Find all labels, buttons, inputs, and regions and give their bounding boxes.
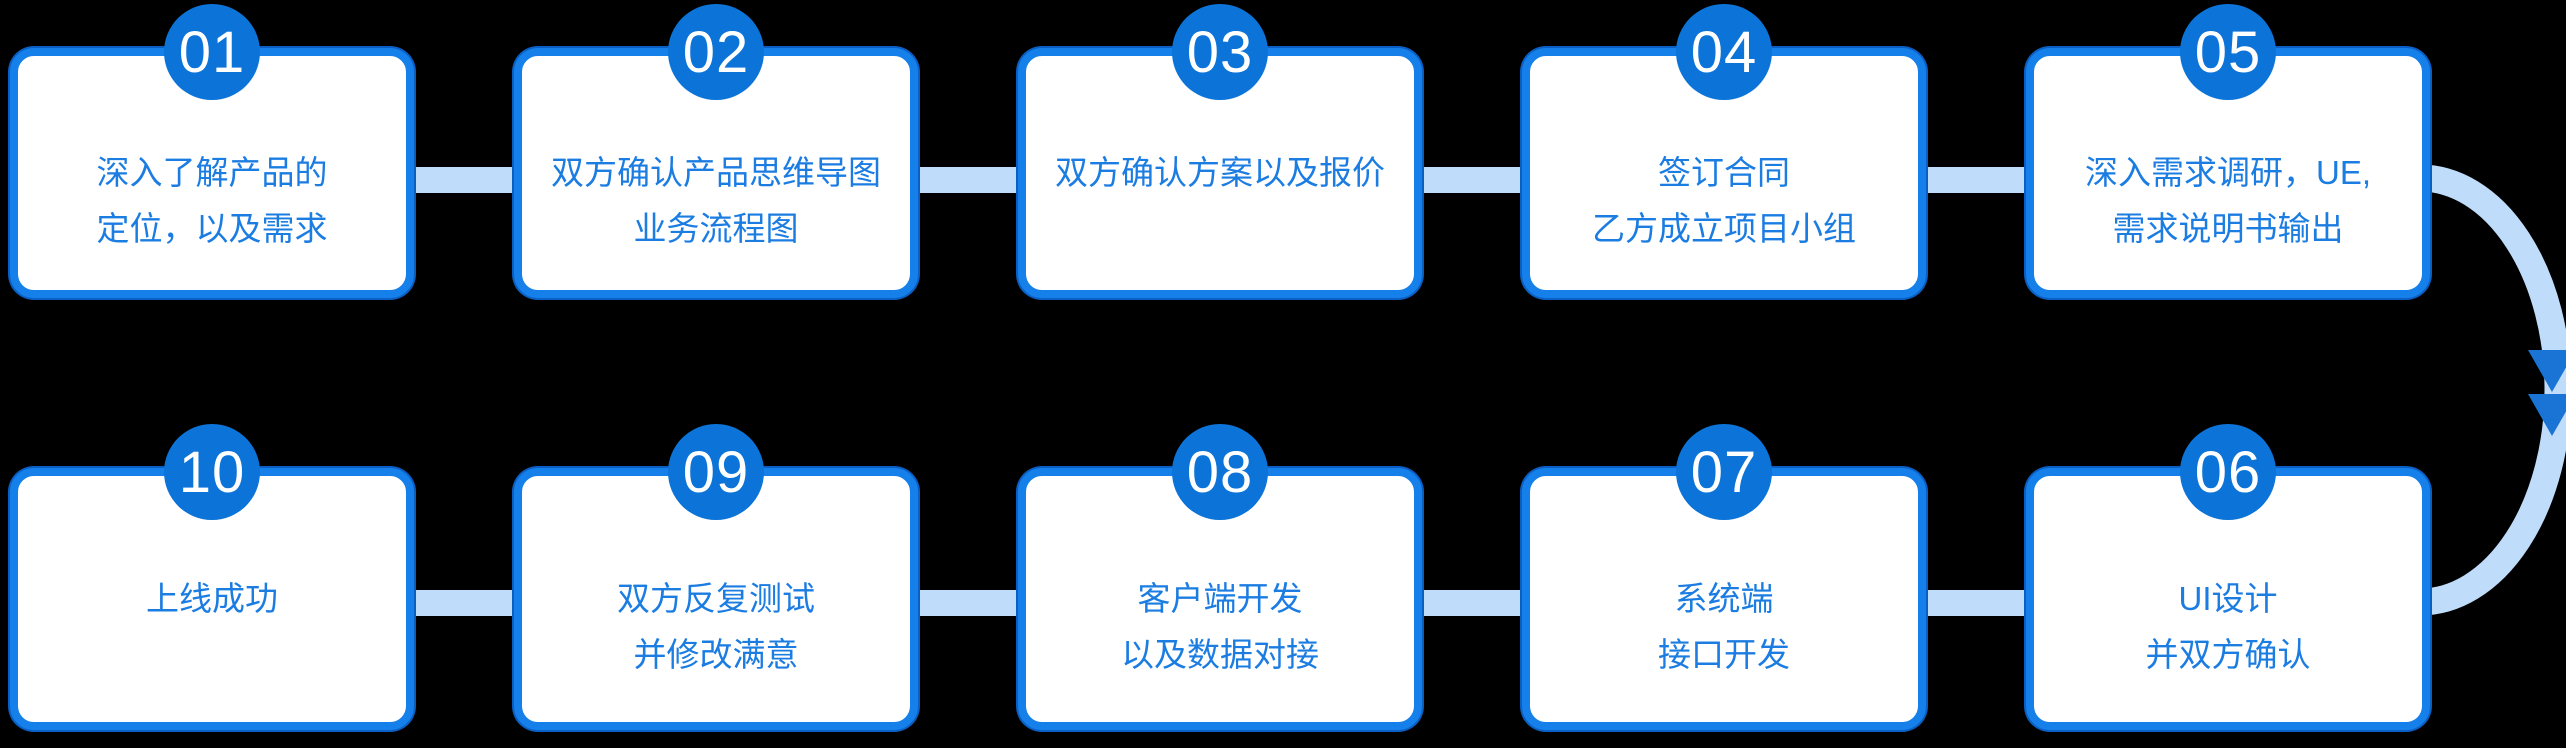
step-number-badge: 07 [1676,424,1772,520]
step-description: UI设计 并双方确认 [2034,571,2422,683]
step-number: 03 [1186,19,1254,85]
step-number: 04 [1690,19,1758,85]
connector-step01-step02 [398,167,528,193]
step-text-line2: 以及数据对接 [1121,636,1319,673]
step-text-line2: 并修改满意 [633,636,799,673]
step-text-line2: 定位，以及需求 [96,210,328,247]
step-number-badge: 03 [1172,4,1268,100]
step-number-badge: 05 [2180,4,2276,100]
step-card-04: 04 签订合同 乙方成立项目小组 [1522,4,1926,298]
step-description: 深入需求调研，UE, 需求说明书输出 [2034,145,2422,257]
step-number: 09 [682,439,750,505]
step-number: 08 [1186,439,1254,505]
step-description: 双方确认方案以及报价 [1026,145,1414,201]
step-number: 01 [178,19,246,85]
step-number: 05 [2194,19,2262,85]
step-description: 双方确认产品思维导图 业务流程图 [522,145,910,257]
step-card-05: 05 深入需求调研，UE, 需求说明书输出 [2026,4,2430,298]
step-card-10: 10 上线成功 [10,424,414,730]
connector-step06-step07 [1910,590,2040,616]
step-number: 07 [1690,439,1758,505]
step-card-03: 03 双方确认方案以及报价 [1018,4,1422,298]
step-text-line1: UI设计 [2178,580,2278,617]
connector-step04-step05 [1910,167,2040,193]
step-number: 06 [2194,439,2262,505]
step-text-line2: 需求说明书输出 [2112,210,2344,247]
step-text-line1: 深入了解产品的 [96,154,328,191]
step-description: 签订合同 乙方成立项目小组 [1530,145,1918,257]
step-description: 深入了解产品的 定位，以及需求 [18,145,406,257]
step-text-line1: 双方确认方案以及报价 [1055,154,1385,191]
step-number-badge: 09 [668,424,764,520]
step-card-02: 02 双方确认产品思维导图 业务流程图 [514,4,918,298]
step-text-line1: 系统端 [1674,580,1774,617]
step-text-line1: 双方反复测试 [617,580,815,617]
arrow-down-icon [2528,394,2566,436]
step-text-line1: 双方确认产品思维导图 [551,154,881,191]
connector-step02-step03 [902,167,1032,193]
step-text-line2: 乙方成立项目小组 [1592,210,1856,247]
step-description: 双方反复测试 并修改满意 [522,571,910,683]
connector-step08-step09 [902,590,1032,616]
step-text-line1: 客户端开发 [1137,580,1303,617]
step-number-badge: 10 [164,424,260,520]
step-card-01: 01 深入了解产品的 定位，以及需求 [10,4,414,298]
connector-step09-step10 [398,590,528,616]
step-card-07: 07 系统端 接口开发 [1522,424,1926,730]
connector-step03-step04 [1406,167,1536,193]
step-text-line2: 并双方确认 [2145,636,2311,673]
step-number-badge: 04 [1676,4,1772,100]
step-card-06: 06 UI设计 并双方确认 [2026,424,2430,730]
arrow-down-icon [2528,350,2566,392]
connector-step07-step08 [1406,590,1536,616]
step-description: 客户端开发 以及数据对接 [1026,571,1414,683]
step-text-line2: 业务流程图 [633,210,799,247]
step-text-line1: 深入需求调研，UE, [2084,154,2371,191]
step-text-line1: 签订合同 [1658,154,1790,191]
step-number-badge: 06 [2180,424,2276,520]
step-number-badge: 02 [668,4,764,100]
step-description: 系统端 接口开发 [1530,571,1918,683]
step-number-badge: 01 [164,4,260,100]
step-number: 02 [682,19,750,85]
step-text-line1: 上线成功 [146,580,278,617]
flow-arc [2419,164,2566,616]
step-card-09: 09 双方反复测试 并修改满意 [514,424,918,730]
step-description: 上线成功 [18,571,406,627]
step-text-line2: 接口开发 [1658,636,1790,673]
step-card-08: 08 客户端开发 以及数据对接 [1018,424,1422,730]
step-number: 10 [178,439,246,505]
step-number-badge: 08 [1172,424,1268,520]
